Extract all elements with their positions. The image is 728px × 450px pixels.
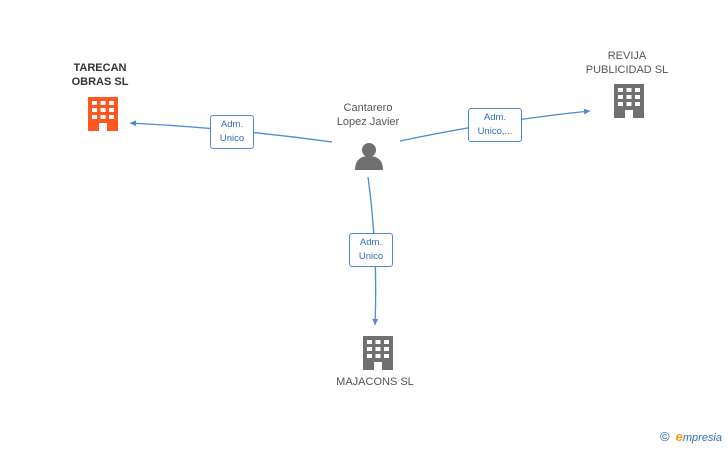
edge-label-line1: Adm. [483, 112, 507, 123]
copyright-icon: © [660, 429, 670, 444]
edge-label-line2: Unico [358, 251, 384, 262]
edge-label-majacons: Adm. Unico [349, 233, 393, 267]
building-icon[interactable] [614, 84, 644, 118]
empresia-logo[interactable]: © empresia [660, 429, 722, 444]
company-label-revija[interactable]: REVIJA PUBLICIDAD SL [585, 50, 669, 76]
person-icon[interactable] [355, 143, 383, 170]
edge-label-line2: Unico,... [477, 126, 513, 137]
building-icon[interactable] [88, 97, 118, 131]
brand-name: empresia [675, 429, 722, 444]
edge-label-revija: Adm. Unico,... [468, 108, 522, 142]
company-label-majacons[interactable]: MAJACONS SL [336, 376, 414, 388]
building-icon[interactable] [363, 336, 393, 370]
edge-label-line1: Adm. [220, 119, 244, 130]
person-name[interactable]: Cantarero Lopez Javier [336, 102, 400, 128]
company-label-tarecan[interactable]: TARECAN OBRAS SL [71, 62, 129, 88]
edge-label-line2: Unico [219, 133, 245, 144]
edge-label-line1: Adm. [359, 237, 383, 248]
edge-label-tarecan: Adm. Unico [210, 115, 254, 149]
